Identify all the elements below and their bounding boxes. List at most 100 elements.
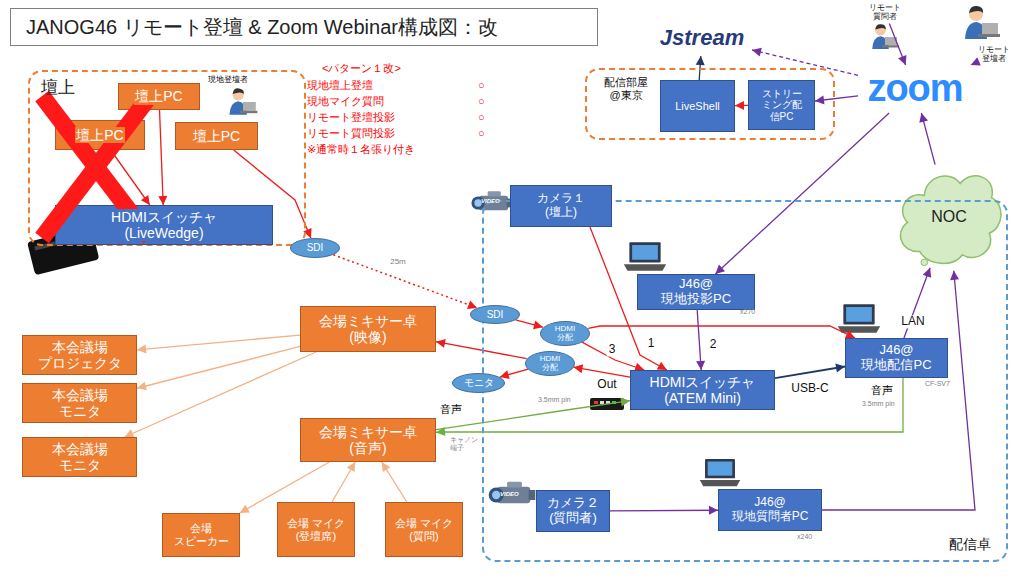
signal-ellipse: HDMI 分配 — [525, 351, 575, 376]
annotation-label: ※通常時１名張り付き — [307, 143, 415, 156]
node-text: J46@ 現地配信PC — [854, 343, 940, 373]
device-button — [600, 401, 604, 404]
node-text: 配信卓 — [948, 536, 992, 552]
cloud-bubble — [921, 259, 928, 265]
node-text: HDMI 分配 — [549, 324, 581, 342]
connector — [582, 342, 644, 370]
connector-label: 2 — [708, 338, 719, 351]
logo-node: リモート 登壇者 — [971, 44, 1017, 66]
signal-ellipse: SDI — [470, 305, 520, 324]
arrowhead — [696, 56, 705, 65]
connector — [775, 366, 845, 378]
annotation-label: 音声 — [440, 403, 462, 416]
node-text: 本会議場 モニタ — [34, 387, 126, 419]
device-button — [594, 401, 598, 404]
device-box: J46@ 現地投影PC — [637, 274, 755, 310]
annotation-label: 現地登壇者 — [208, 75, 248, 84]
connector — [333, 255, 477, 308]
arrowhead — [898, 55, 906, 65]
device-box: LiveShell — [660, 80, 735, 132]
remote-presenter-icon — [965, 6, 1000, 39]
node-text: HDMI 分配 — [534, 354, 566, 372]
node-text: 壇上PC — [192, 128, 241, 144]
arrowhead — [815, 95, 824, 104]
connector — [332, 462, 355, 502]
annotation-label: リモート質問投影 — [307, 127, 395, 140]
venue-box: 壇上PC — [175, 122, 258, 150]
annotation-label: ○ — [478, 111, 485, 124]
arrowhead — [240, 505, 250, 513]
annotation-label: VIDEO — [481, 198, 500, 205]
connector — [588, 326, 855, 338]
logo-node: Jstream — [652, 20, 752, 56]
arrowhead — [436, 339, 446, 348]
node-text: 会場ミキサー卓 (映像) — [311, 313, 425, 345]
node-text: モニタ — [463, 377, 495, 389]
arrowhead — [752, 48, 762, 57]
laptop-icon — [624, 242, 666, 271]
connector-label: 3 — [607, 343, 618, 356]
annotation-label: ○ — [478, 95, 485, 108]
connector-label: USB-C — [789, 382, 830, 395]
arrowhead — [696, 361, 705, 370]
connector-label: Out — [595, 378, 618, 391]
annotation-label: VIDEO — [500, 491, 519, 498]
annotation-label: 3.5mm pin — [538, 396, 571, 404]
connector-label: 1 — [646, 337, 657, 350]
node-text: 配信部屋 @東京 — [597, 76, 655, 101]
device-box: J46@ 現地配信PC — [845, 338, 948, 378]
laptop-icon — [700, 459, 740, 486]
arrowhead — [382, 462, 391, 472]
node-text: 会場 マイク (質問) — [392, 517, 456, 542]
connector-label: LAN — [899, 315, 926, 328]
annotation-label: x240 — [797, 533, 812, 541]
node-text: カメラ２ (質問者) — [540, 496, 606, 526]
annotation-label: 現地壇上登壇 — [307, 79, 373, 92]
signal-ellipse: HDMI 分配 — [540, 321, 590, 346]
connector — [125, 352, 317, 437]
group-region: 壇上壇上PC壇上PC壇上PCHDMIスイッチャ (LiveWedge) — [28, 70, 306, 246]
signal-ellipse: モニタ — [452, 373, 505, 393]
connector — [715, 113, 889, 274]
node-text: NOC — [930, 208, 968, 226]
arrowhead — [919, 113, 928, 123]
arrowhead — [137, 345, 146, 354]
annotation-label: リモート登壇投影 — [307, 111, 395, 124]
node-text: SDI — [486, 309, 505, 321]
connector — [752, 50, 858, 75]
node-text: zoom — [866, 67, 963, 111]
node-text: SDI — [306, 242, 325, 254]
node-text: カメラ１ (壇上) — [520, 192, 602, 220]
node-text: J46@ 現地質問者PC — [726, 496, 814, 524]
venue-box: 本会議場 モニタ — [22, 437, 137, 477]
connector — [111, 150, 150, 205]
logo-node: リモート 質問者 — [862, 2, 908, 24]
venue-box: 会場 スピーカー — [162, 513, 240, 557]
arrowhead — [137, 382, 147, 391]
node-text: 本会議場 プロジェクタ — [34, 339, 126, 371]
node-text: リモート 登壇者 — [975, 46, 1013, 64]
annotation-label: 現地マイク質問 — [307, 95, 384, 108]
arrowhead — [923, 268, 931, 278]
logo-node: zoom — [858, 65, 972, 113]
arrowhead — [845, 330, 855, 338]
venue-box: 会場ミキサー卓 (映像) — [300, 306, 436, 352]
node-text: ストリーミング配信PC — [759, 88, 805, 123]
node-text: リモート 質問者 — [866, 4, 904, 22]
node-text: LiveShell — [674, 100, 721, 113]
connector — [436, 401, 630, 430]
arrowhead — [950, 271, 959, 280]
arrowhead — [620, 398, 630, 407]
node-text: 会場 マイク (登壇席) — [284, 517, 348, 542]
connector-label: 25m — [388, 258, 408, 267]
node-text: 会場 スピーカー — [169, 522, 233, 547]
node-text: 本会議場 モニタ — [34, 441, 126, 473]
annotation-label: ○ — [478, 79, 485, 92]
device-box: J46@ 現地質問者PC — [718, 489, 822, 531]
arrowhead — [835, 364, 845, 373]
arrowhead — [657, 362, 667, 370]
connector — [137, 346, 300, 388]
device-box: HDMIスイッチャ (ATEM Mini) — [630, 370, 775, 410]
title-box: JANOG46 リモート登壇 & Zoom Webinar構成図：改 — [10, 8, 598, 46]
